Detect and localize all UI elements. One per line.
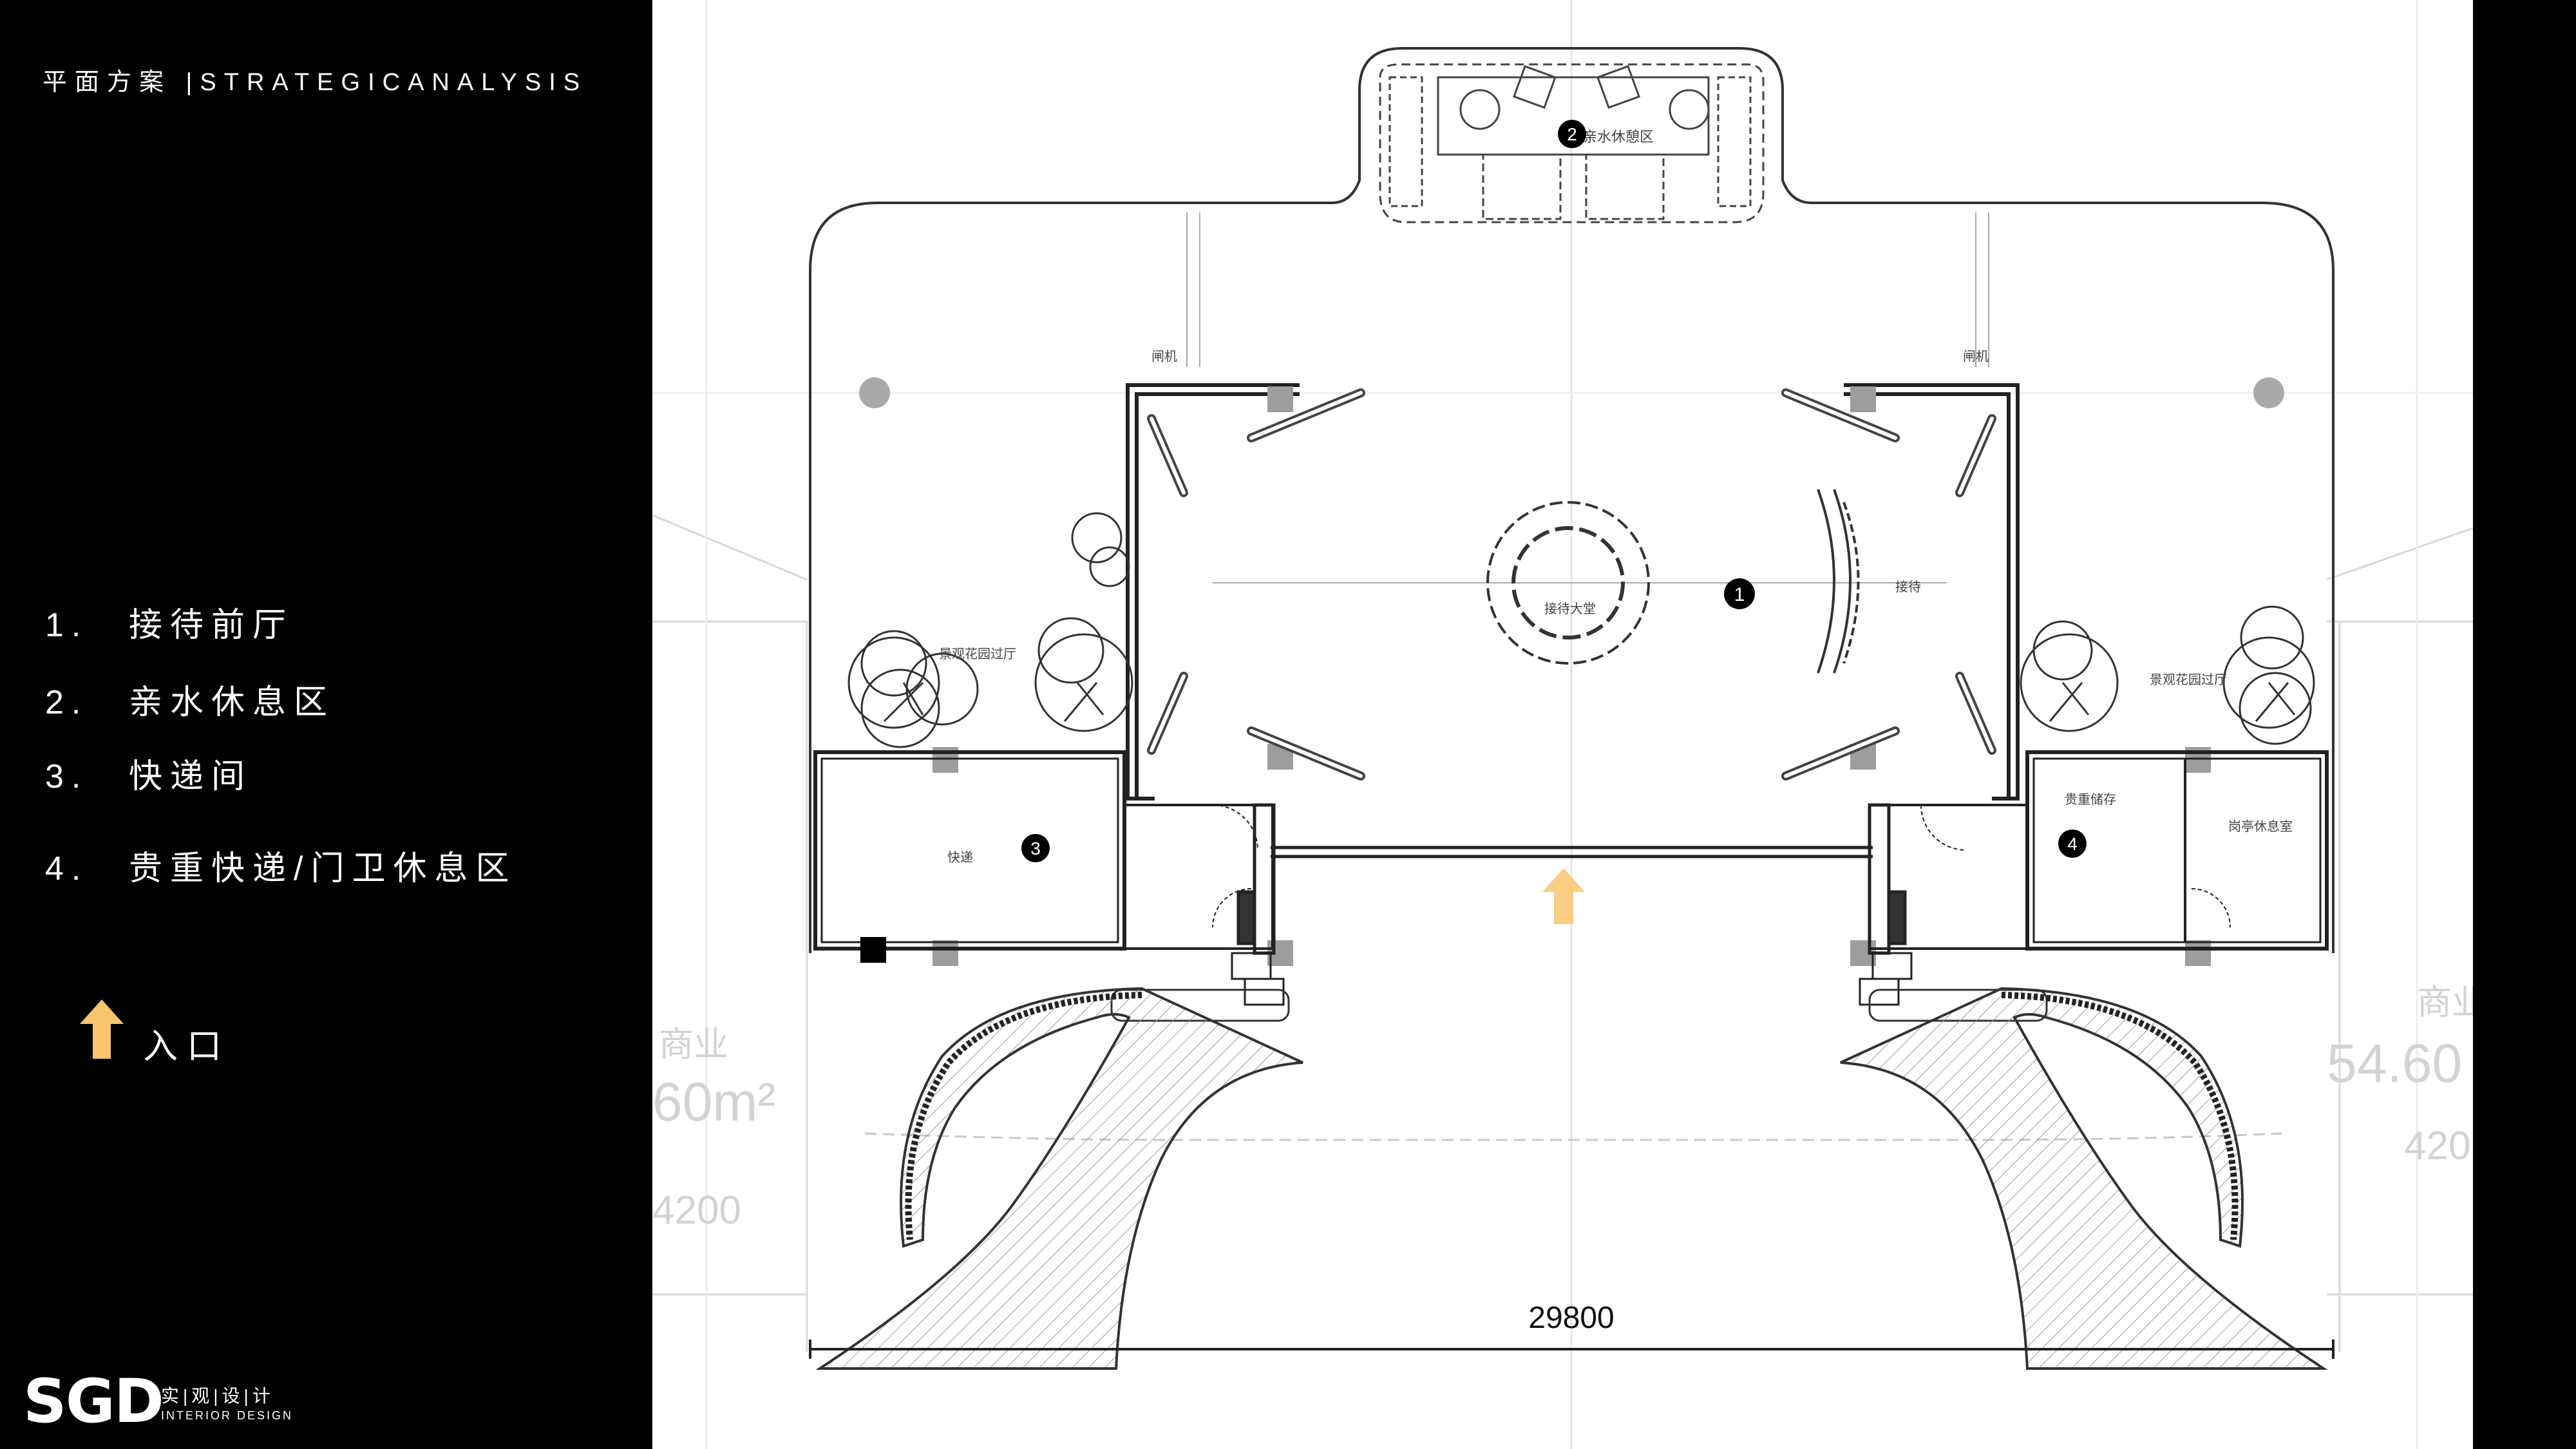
legend-number: 3. <box>45 758 89 795</box>
dimension-label: 29800 <box>1528 1301 1614 1335</box>
waterside-lounge <box>1379 63 1765 223</box>
legend-label: 亲水休息区 <box>129 684 336 721</box>
entrance-opening <box>1231 803 1913 1006</box>
ground-dashed-outline <box>864 1132 2282 1141</box>
right-border-strip <box>2473 0 2576 1449</box>
marker-2: 2 <box>1558 120 1586 148</box>
bg-label-right-area: 54.60 <box>2327 1033 2462 1094</box>
legend-label: 贵重快递/门卫休息区 <box>129 850 517 887</box>
entrance-arrow-icon <box>1542 868 1585 924</box>
entrance-label: 入口 <box>143 1027 231 1066</box>
legend-number: 1. <box>45 607 89 644</box>
room-label-gate-right: 闸机 <box>1963 349 1989 364</box>
legend-item-express-room: 3. 快递间 <box>45 749 252 797</box>
background-labels: 商业 60m² 4200 商业 54.60 420 <box>652 983 2473 1233</box>
columns <box>859 377 2284 408</box>
water-edge-right <box>2001 992 2239 1240</box>
bg-label-left-title: 商业 <box>659 1025 728 1064</box>
logo-english-text: INTERIOR DESIGN <box>161 1409 294 1422</box>
legend-item-reception: 1. 接待前厅 <box>45 598 294 646</box>
legend-number: 4. <box>45 850 89 887</box>
room-label-valuables: 贵重储存 <box>2065 792 2116 807</box>
floor-plan-drawing: 商业 60m² 4200 商业 54.60 420 亲水休憩区 闸机 闸机 <box>652 0 2473 1449</box>
room-label-garden-right: 景观花园过厅 <box>2150 672 2227 687</box>
legend-panel: 平面方案 |STRATEGICANALYSIS 1. 接待前厅 2. 亲水休息区 3… <box>0 0 652 1449</box>
room-label-waterside-lounge: 亲水休憩区 <box>1583 129 1654 145</box>
building-outline <box>809 47 2334 953</box>
trees-left <box>848 512 1133 748</box>
logo-chinese-text: 实|观|设|计 <box>161 1386 274 1406</box>
bg-label-right-num: 420 <box>2404 1124 2470 1168</box>
hall-screens-inner <box>1150 391 1994 778</box>
svg-text:3: 3 <box>1030 838 1041 858</box>
gate-lines <box>1186 213 1989 367</box>
legend-item-waterside-lounge: 2. 亲水休息区 <box>45 675 335 723</box>
logo-letters: SGD <box>23 1367 164 1437</box>
bg-label-right-title: 商业 <box>2417 983 2473 1022</box>
marker-4: 4 <box>2058 829 2087 858</box>
room-label-express-room: 快递 <box>947 850 973 865</box>
trees-right <box>2020 605 2315 745</box>
svg-text:1: 1 <box>1734 584 1745 605</box>
bg-label-left-area: 60m² <box>652 1072 775 1132</box>
valuables-guard-rooms <box>1868 750 2329 951</box>
marker-3: 3 <box>1021 834 1050 862</box>
water-edge-left <box>905 992 1142 1240</box>
lobby-center <box>1213 501 1947 665</box>
svg-text:2: 2 <box>1567 124 1577 144</box>
reception-desk <box>1817 489 1860 674</box>
legend-number: 2. <box>45 684 89 721</box>
room-label-guard-room: 岗亭休息室 <box>2228 819 2293 834</box>
entrance-legend: 入口 <box>77 997 245 1066</box>
room-label-garden-left: 景观花园过厅 <box>939 647 1016 661</box>
legend-label: 接待前厅 <box>129 607 294 644</box>
background-grid <box>652 0 2473 1449</box>
entrance-arrow-icon <box>80 999 124 1059</box>
legend-item-valuables-guard: 4. 贵重快递/门卫休息区 <box>45 841 516 889</box>
page-title: 平面方案 |STRATEGICANALYSIS <box>43 69 588 96</box>
reception-hall <box>1126 383 2020 800</box>
room-label-gate-left: 闸机 <box>1151 349 1177 364</box>
column-black <box>860 937 886 963</box>
marker-1: 1 <box>1724 578 1755 609</box>
legend-label: 快递间 <box>129 758 253 795</box>
bg-label-left-num: 4200 <box>652 1188 741 1233</box>
room-label-lobby: 接待大堂 <box>1544 601 1596 616</box>
water-feature-right <box>1840 987 2328 1370</box>
svg-text:4: 4 <box>2067 834 2078 854</box>
water-feature-left <box>815 987 1303 1370</box>
company-logo: SGD 实|观|设|计 INTERIOR DESIGN <box>23 1367 307 1437</box>
room-label-reception: 接待 <box>1895 580 1921 594</box>
dimension-line <box>809 1340 2334 1359</box>
floor-plan-panel: 商业 60m² 4200 商业 54.60 420 亲水休憩区 闸机 闸机 <box>652 0 2473 1449</box>
